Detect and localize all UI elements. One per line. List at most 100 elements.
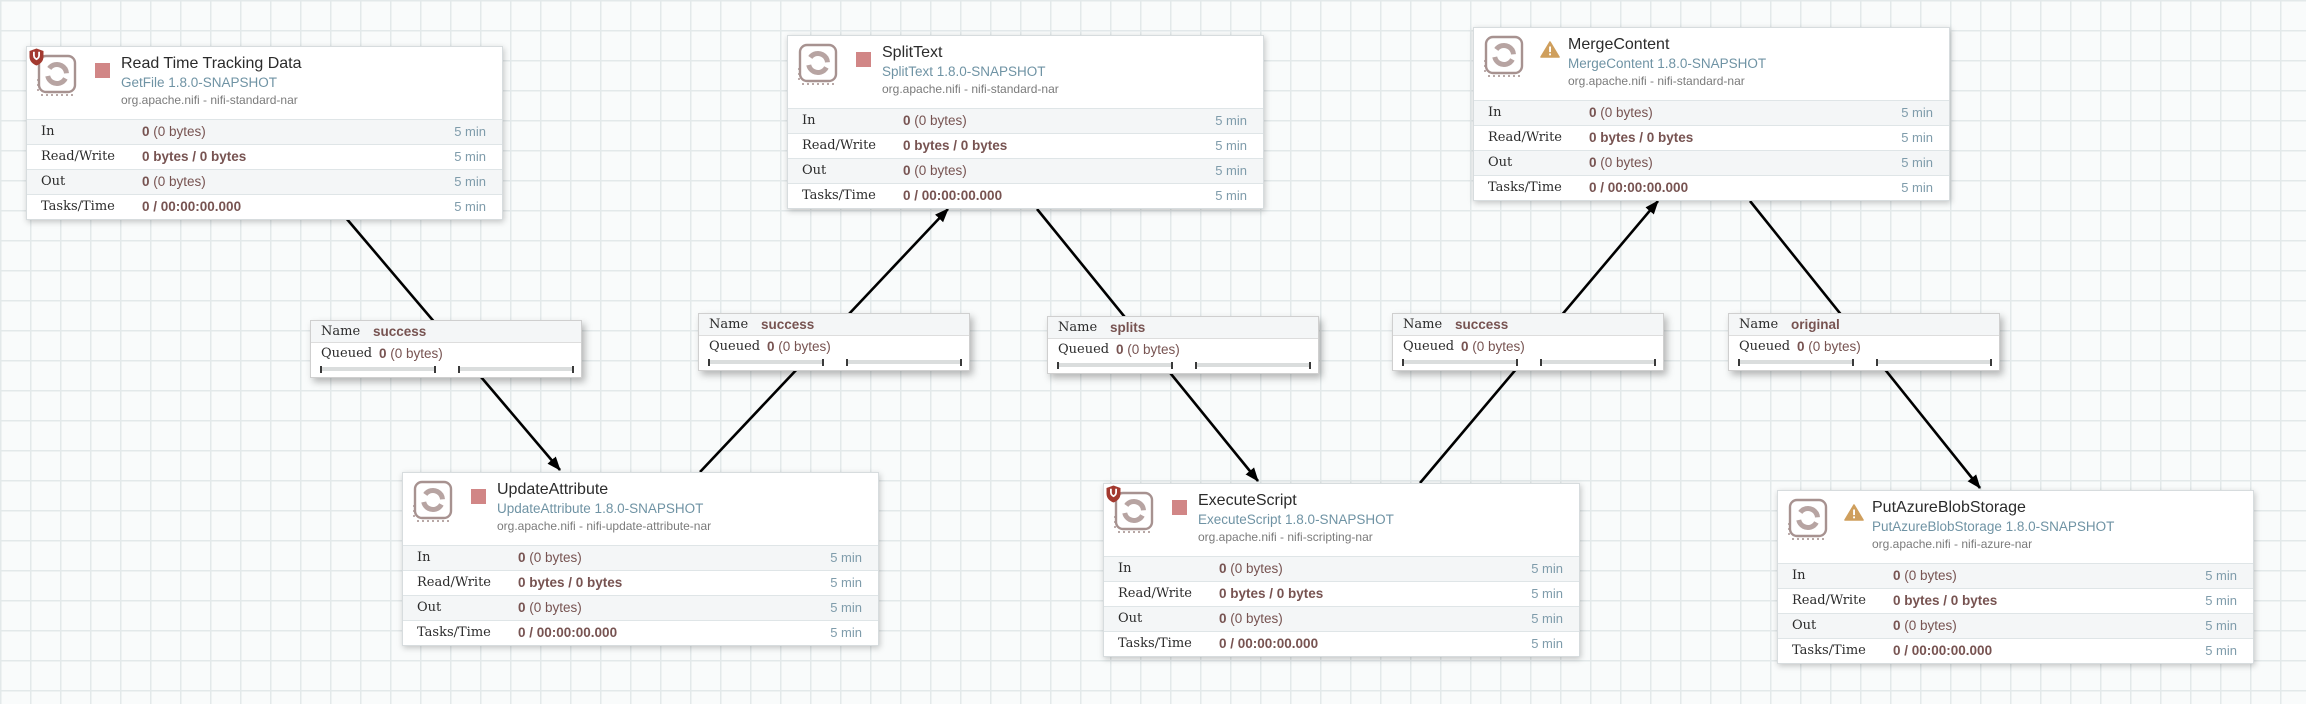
stat-window: 5 min bbox=[1531, 561, 1563, 576]
stat-row-readwrite: Read/Write 0 bytes / 0 bytes 5 min bbox=[788, 133, 1263, 158]
stat-row-in: In 0 (0 bytes) 5 min bbox=[1474, 100, 1949, 125]
processor-node-updateattribute[interactable]: UpdateAttribute UpdateAttribute 1.8.0-SN… bbox=[402, 472, 879, 646]
processor-node-putazureblobstorage[interactable]: PutAzureBlobStorage PutAzureBlobStorage … bbox=[1777, 490, 2254, 664]
stat-row-readwrite: Read/Write 0 bytes / 0 bytes 5 min bbox=[1778, 588, 2253, 613]
stat-label: Out bbox=[41, 174, 66, 189]
stat-label: Tasks/Time bbox=[1118, 636, 1192, 651]
processor-type: MergeContent 1.8.0-SNAPSHOT bbox=[1568, 56, 1767, 71]
processor-bundle: org.apache.nifi - nifi-azure-nar bbox=[1872, 537, 2033, 551]
stat-row-in: In 0 (0 bytes) 5 min bbox=[1104, 556, 1579, 581]
stat-row-readwrite: Read/Write 0 bytes / 0 bytes 5 min bbox=[27, 144, 502, 169]
stopped-status-icon bbox=[856, 52, 871, 67]
queue-count-indicator bbox=[1057, 362, 1173, 369]
queued-size: (0 bytes) bbox=[1804, 339, 1861, 354]
stat-label: In bbox=[802, 113, 816, 128]
queue-size-indicator bbox=[458, 366, 574, 373]
queued-count: 0 bbox=[1461, 339, 1469, 354]
processor-bundle: org.apache.nifi - nifi-standard-nar bbox=[121, 93, 298, 107]
relationship-name: success bbox=[761, 317, 815, 332]
relationship-name: original bbox=[1791, 317, 1840, 332]
connection-queued-row: Queued 0 (0 bytes) bbox=[1393, 336, 1663, 358]
stat-value: 0 / 00:00:00.000 bbox=[1219, 636, 1319, 651]
connection-label[interactable]: Name original Queued 0 (0 bytes) bbox=[1728, 313, 2000, 371]
processor-node-mergecontent[interactable]: MergeContent MergeContent 1.8.0-SNAPSHOT… bbox=[1473, 27, 1950, 201]
stat-label: Tasks/Time bbox=[41, 199, 115, 214]
stat-label: Read/Write bbox=[417, 575, 492, 590]
stat-label: Tasks/Time bbox=[802, 188, 876, 203]
processor-header: Read Time Tracking Data GetFile 1.8.0-SN… bbox=[27, 47, 502, 119]
stat-window: 5 min bbox=[2205, 568, 2237, 583]
stat-label: Tasks/Time bbox=[1488, 180, 1562, 195]
processor-name: MergeContent bbox=[1568, 36, 1670, 53]
connection-label[interactable]: Name splits Queued 0 (0 bytes) bbox=[1047, 316, 1319, 374]
processor-name: Read Time Tracking Data bbox=[121, 55, 302, 72]
processor-icon bbox=[1786, 497, 1830, 541]
stat-label: In bbox=[1792, 568, 1806, 583]
stat-value: 0 bytes / 0 bytes bbox=[903, 138, 1008, 153]
stopped-status-icon bbox=[471, 489, 486, 504]
stat-value: 0 / 00:00:00.000 bbox=[1893, 643, 1993, 658]
connection-label[interactable]: Name success Queued 0 (0 bytes) bbox=[698, 313, 970, 371]
stat-window: 5 min bbox=[1215, 163, 1247, 178]
stat-label: Out bbox=[1792, 618, 1817, 633]
stat-value: 0 bytes / 0 bytes bbox=[142, 149, 247, 164]
stat-value: 0 bytes / 0 bytes bbox=[1893, 593, 1998, 608]
stat-window: 5 min bbox=[1215, 188, 1247, 203]
stopped-status-icon bbox=[95, 63, 110, 78]
relationship-name: splits bbox=[1110, 320, 1146, 335]
processor-node-getfile[interactable]: Read Time Tracking Data GetFile 1.8.0-SN… bbox=[26, 46, 503, 220]
stat-value: 0 / 00:00:00.000 bbox=[142, 199, 242, 214]
queued-count: 0 bbox=[1797, 339, 1805, 354]
stat-label: In bbox=[417, 550, 431, 565]
processor-header: MergeContent MergeContent 1.8.0-SNAPSHOT… bbox=[1474, 28, 1949, 100]
stat-row-tasks: Tasks/Time 0 / 00:00:00.000 5 min bbox=[1474, 175, 1949, 200]
restricted-shield-icon bbox=[29, 48, 44, 66]
processor-icon bbox=[411, 479, 455, 523]
processor-header: UpdateAttribute UpdateAttribute 1.8.0-SN… bbox=[403, 473, 878, 545]
stat-row-out: Out 0 (0 bytes) 5 min bbox=[1474, 150, 1949, 175]
stat-row-in: In 0 (0 bytes) 5 min bbox=[788, 108, 1263, 133]
processor-bundle: org.apache.nifi - nifi-update-attribute-… bbox=[497, 519, 712, 533]
stat-value: 0 bbox=[518, 600, 526, 615]
queue-size-indicator bbox=[1540, 359, 1656, 366]
processor-node-executescript[interactable]: ExecuteScript ExecuteScript 1.8.0-SNAPSH… bbox=[1103, 483, 1580, 657]
stat-window: 5 min bbox=[830, 625, 862, 640]
invalid-warning-icon bbox=[1844, 504, 1864, 521]
connection-label[interactable]: Name success Queued 0 (0 bytes) bbox=[1392, 313, 1664, 371]
stat-row-tasks: Tasks/Time 0 / 00:00:00.000 5 min bbox=[1104, 631, 1579, 656]
stat-row-readwrite: Read/Write 0 bytes / 0 bytes 5 min bbox=[1474, 125, 1949, 150]
stat-label: In bbox=[1118, 561, 1132, 576]
processor-node-splittext[interactable]: SplitText SplitText 1.8.0-SNAPSHOT org.a… bbox=[787, 35, 1264, 209]
queue-size-indicator bbox=[1195, 362, 1311, 369]
processor-icon bbox=[1482, 34, 1526, 78]
stat-value: 0 bbox=[1893, 568, 1901, 583]
queued-size: (0 bytes) bbox=[386, 346, 443, 361]
processor-name: SplitText bbox=[882, 44, 943, 61]
stat-window: 5 min bbox=[1215, 113, 1247, 128]
connection-label[interactable]: Name success Queued 0 (0 bytes) bbox=[310, 320, 582, 378]
queued-label: Queued bbox=[1403, 339, 1455, 354]
stat-value: 0 bbox=[903, 163, 911, 178]
stat-label: Read/Write bbox=[41, 149, 116, 164]
queue-count-indicator bbox=[1738, 359, 1854, 366]
stat-value: 0 bbox=[518, 550, 526, 565]
stat-window: 5 min bbox=[1901, 180, 1933, 195]
queued-count: 0 bbox=[1116, 342, 1124, 357]
stat-window: 5 min bbox=[2205, 593, 2237, 608]
processor-name: UpdateAttribute bbox=[497, 481, 609, 498]
connection-queued-row: Queued 0 (0 bytes) bbox=[699, 336, 969, 358]
queue-indicators bbox=[1402, 358, 1656, 366]
stat-label: Read/Write bbox=[1118, 586, 1193, 601]
stat-row-in: In 0 (0 bytes) 5 min bbox=[27, 119, 502, 144]
stat-row-tasks: Tasks/Time 0 / 00:00:00.000 5 min bbox=[1778, 638, 2253, 663]
connection-queued-row: Queued 0 (0 bytes) bbox=[311, 343, 581, 365]
stat-window: 5 min bbox=[454, 149, 486, 164]
queued-label: Queued bbox=[709, 339, 761, 354]
stat-value: 0 bbox=[142, 124, 150, 139]
stat-label: Out bbox=[802, 163, 827, 178]
stat-window: 5 min bbox=[1531, 636, 1563, 651]
stat-label: Out bbox=[1118, 611, 1143, 626]
stat-label: Tasks/Time bbox=[1792, 643, 1866, 658]
name-label: Name bbox=[1739, 317, 1779, 332]
